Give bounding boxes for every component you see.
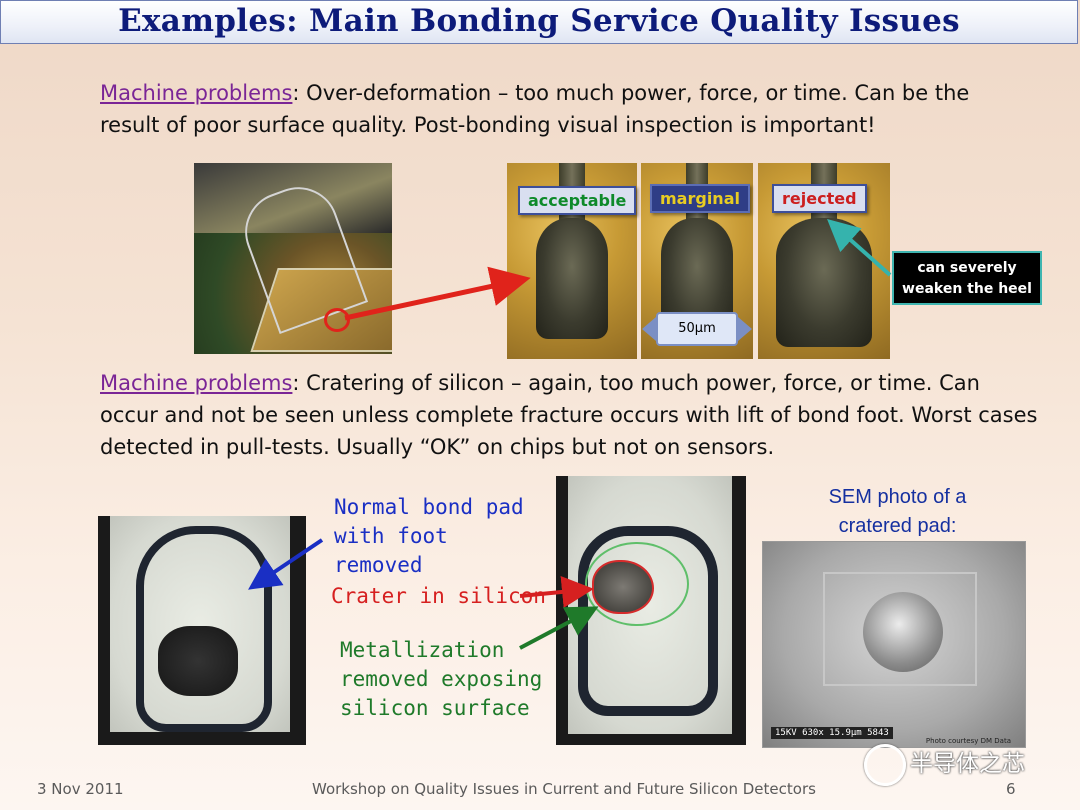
paragraph2-lead: Machine problems [100, 371, 293, 395]
heel-note-box: can severely weaken the heel [892, 251, 1042, 305]
bond-foot [535, 217, 609, 340]
footer-workshop: Workshop on Quality Issues in Current an… [312, 780, 816, 798]
footer-date: 3 Nov 2011 [37, 780, 124, 798]
footer-page-number: 6 [1006, 780, 1016, 798]
arrow-blue [248, 538, 324, 590]
acceptable-text: acceptable [528, 191, 627, 210]
paragraph-over-deformation: Machine problems: Over-deformation – too… [100, 77, 1000, 141]
paragraph2-text: : Cratering of silicon – again, too much… [100, 371, 1038, 459]
watermark-text: 半导体之芯 [910, 751, 1025, 777]
wirebond-photo [194, 163, 392, 354]
acceptable-label: acceptable [518, 186, 637, 215]
marginal-label: marginal [650, 184, 750, 213]
heel-note-text: can severely weaken the heel [902, 260, 1032, 297]
scale-text: 50µm [678, 321, 716, 336]
chip-edge [194, 163, 392, 233]
arrow-red-crater [519, 576, 594, 608]
crater-annotation: Crater in silicon [331, 584, 546, 608]
normal-pad-line-3: removed [334, 553, 423, 577]
slide-title: Examples: Main Bonding Service Quality I… [118, 3, 960, 39]
sem-scale-bar: 15KV 630x 15.9µm 5843 [771, 727, 893, 739]
paragraph1-text: : Over-deformation – too much power, for… [100, 81, 970, 137]
arrow-green [519, 606, 599, 650]
normal-pad-annotation: Normal bond pad with foot removed [334, 493, 524, 580]
arrow-teal [827, 219, 892, 277]
normal-pad-line-2: with foot [334, 524, 448, 548]
metallization-line-3: silicon surface [340, 696, 530, 720]
sem-pad-plate [823, 572, 977, 686]
metallization-line-1: Metallization [340, 638, 505, 662]
scale-double-arrow: 50µm [642, 312, 752, 346]
foot-residue [158, 626, 238, 696]
pad-outline [136, 526, 272, 732]
normal-pad-photo [98, 516, 306, 745]
sem-crater [863, 592, 943, 672]
normal-pad-line-1: Normal bond pad [334, 495, 524, 519]
paragraph1-lead: Machine problems [100, 81, 293, 105]
paragraph-cratering: Machine problems: Cratering of silicon –… [100, 367, 1040, 463]
arrow-red [344, 266, 531, 321]
sem-caption-line-2: cratered pad: [838, 515, 957, 537]
title-bar: Examples: Main Bonding Service Quality I… [0, 0, 1078, 44]
rejected-label: rejected [772, 184, 867, 213]
sem-credit: Photo courtesy DM Data [925, 737, 1011, 745]
rejected-text: rejected [782, 189, 857, 208]
marginal-text: marginal [660, 189, 740, 208]
wechat-icon [864, 744, 906, 786]
metallization-line-2: removed exposing [340, 667, 543, 691]
sem-caption: SEM photo of a cratered pad: [790, 483, 1005, 541]
sem-caption-line-1: SEM photo of a [828, 486, 967, 508]
metallization-annotation: Metallization removed exposing silicon s… [340, 636, 542, 723]
highlight-circle [324, 308, 350, 332]
